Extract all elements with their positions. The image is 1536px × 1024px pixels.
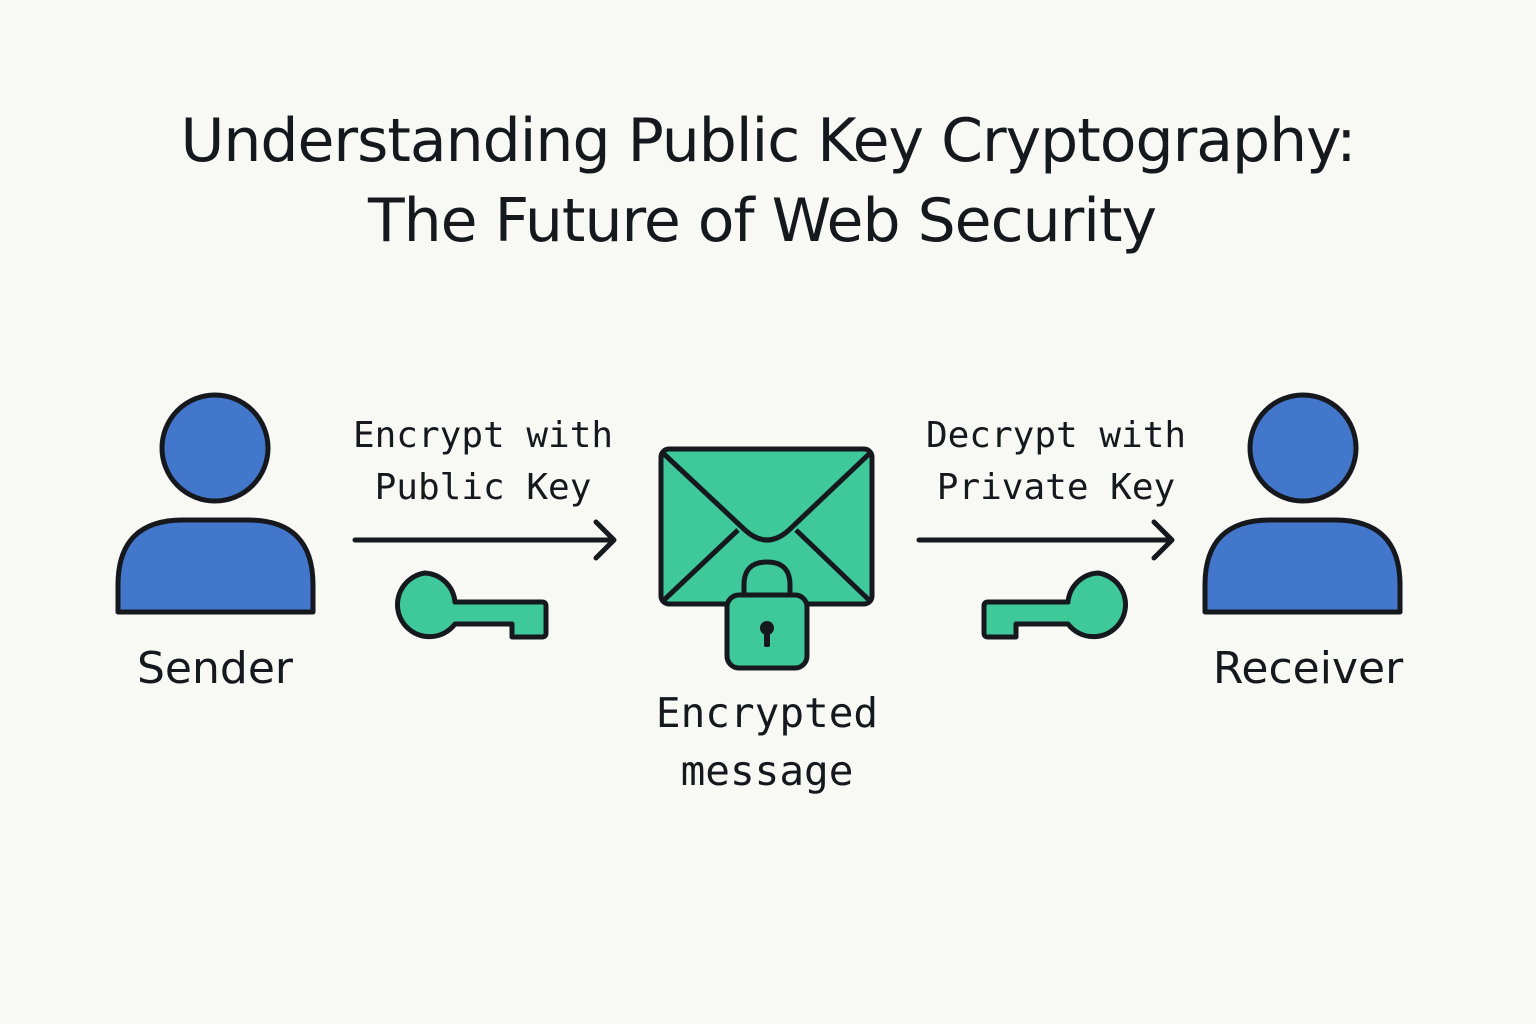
diagram-title-line-1: Understanding Public Key Cryptography: xyxy=(180,106,1356,176)
encrypt-caption-line-2: Public Key xyxy=(374,467,592,508)
sender-label: Sender xyxy=(137,643,293,694)
encrypt-arrow-icon xyxy=(352,519,617,561)
encrypt-step-caption: Encrypt with Public Key xyxy=(333,410,633,514)
message-caption-line-1: Encrypted xyxy=(655,689,879,737)
encrypted-message-caption: Encrypted message xyxy=(617,684,917,800)
decrypt-caption-line-2: Private Key xyxy=(936,467,1176,508)
receiver-person-icon xyxy=(1202,392,1403,615)
decrypt-caption-line-1: Decrypt with xyxy=(925,415,1187,456)
decrypt-step-caption: Decrypt with Private Key xyxy=(906,410,1206,514)
diagram-title-line-2: The Future of Web Security xyxy=(368,186,1157,256)
sender-person-icon xyxy=(115,392,316,615)
receiver-label: Receiver xyxy=(1212,643,1404,694)
decrypt-arrow-icon xyxy=(916,519,1175,561)
envelope-lock-icon xyxy=(658,446,875,671)
public-key-icon xyxy=(394,570,549,640)
message-caption-line-2: message xyxy=(680,747,854,795)
encrypt-caption-line-1: Encrypt with xyxy=(352,415,614,456)
private-key-icon xyxy=(981,570,1129,640)
